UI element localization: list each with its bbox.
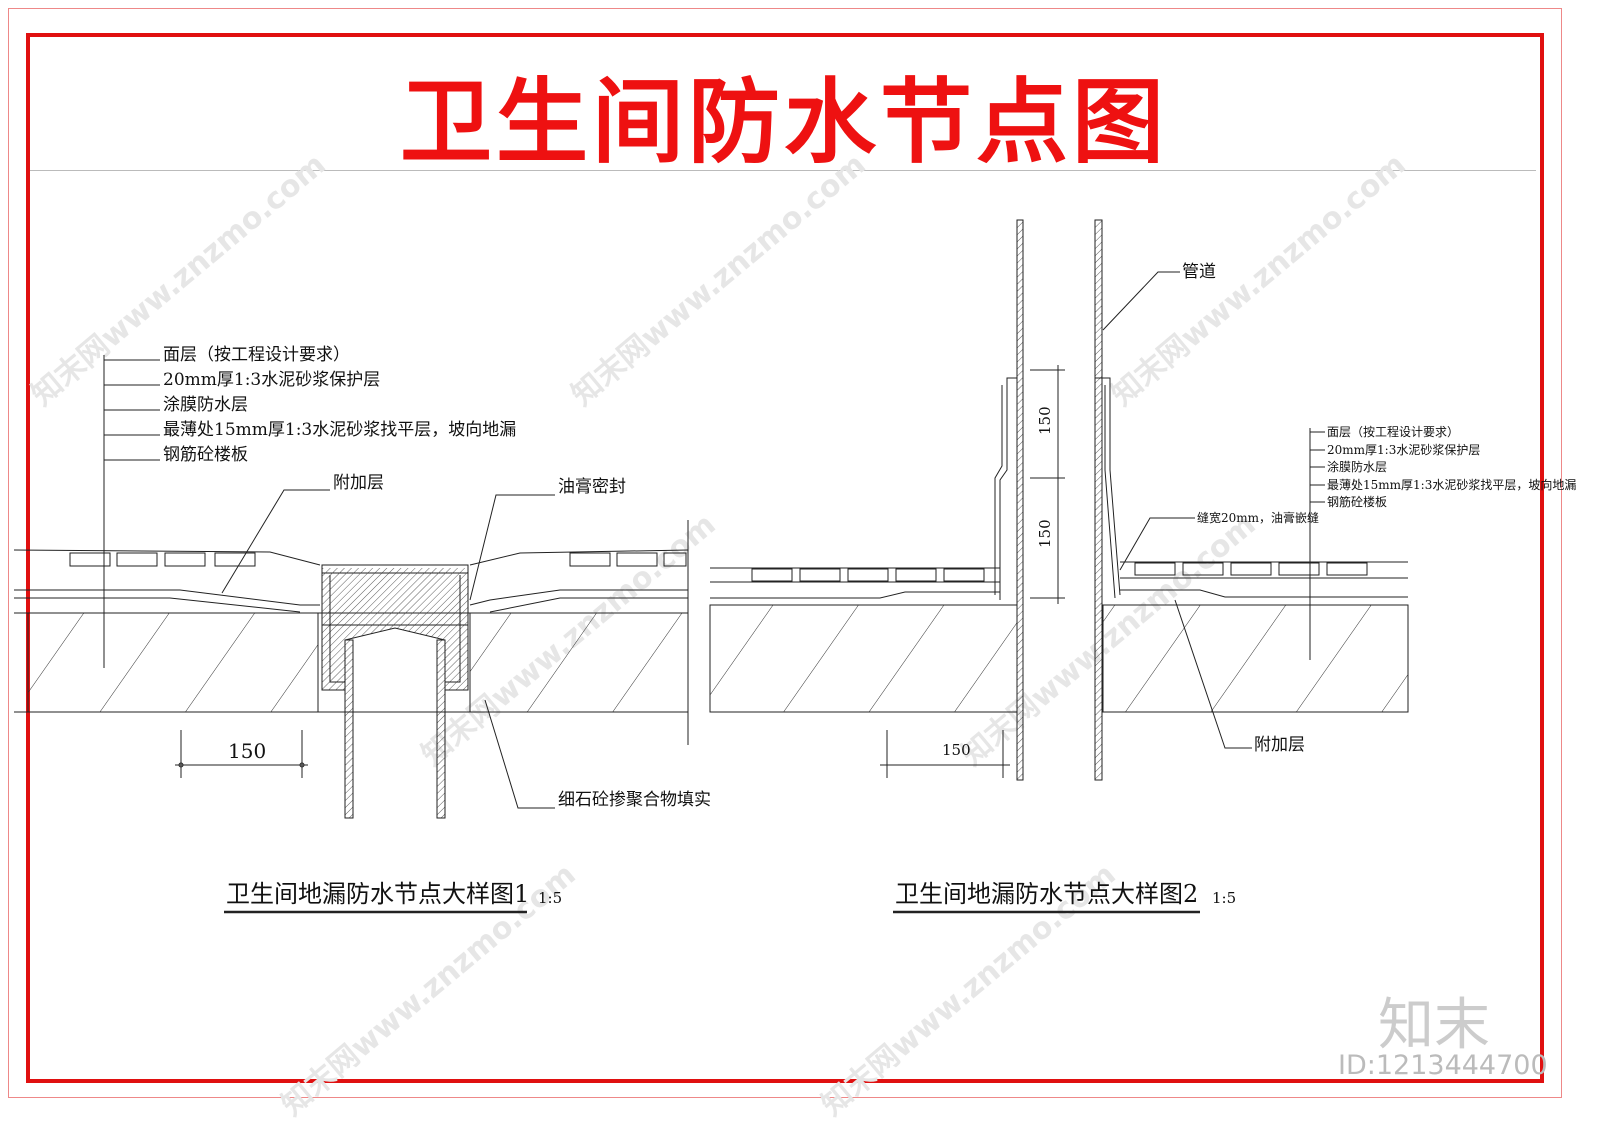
tiles-left [69,552,256,567]
detail1-scale: 1:5 [538,889,562,907]
pipe-wall [344,639,354,819]
pipe-wall [1094,219,1103,781]
detail2-caption: 卫生间地漏防水节点大样图2 [895,880,1198,908]
layer-label: 最薄处15mm厚1:3水泥砂浆找平层，坡向地漏 [1327,477,1576,492]
dimension-label: 150 [942,741,971,759]
dimension-label: 150 [1036,406,1054,435]
gap-label: 缝宽20mm，油膏嵌缝 [1197,510,1319,525]
detail1-caption: 卫生间地漏防水节点大样图1 [226,880,529,908]
pipe-wall [1016,219,1024,781]
detail1-section [13,355,689,914]
layer-label: 面层（按工程设计要求） [1327,424,1459,439]
layer-label: 20mm厚1:3水泥砂浆保护层 [163,370,380,390]
id-label: ID:1213444700 [1338,1050,1548,1081]
layer-label: 涂膜防水层 [1327,459,1387,474]
tiles-right [1134,562,1368,576]
detail2-section [709,219,1409,914]
drawing-frame [26,33,1544,1083]
title-divider [30,170,1536,171]
layer-label: 涂膜防水层 [163,395,248,415]
seal-label: 油膏密封 [558,476,626,497]
extra-layer-label: 附加层 [333,473,384,493]
layer-label: 20mm厚1:3水泥砂浆保护层 [1327,442,1480,457]
outer-border [8,8,1562,1098]
dimension-label: 150 [228,739,266,763]
slab-left [709,604,1018,713]
detail1-labels: 面层（按工程设计要求） 20mm厚1:3水泥砂浆保护层 涂膜防水层 最薄处15m… [163,345,711,908]
layer-label: 钢筋砼楼板 [1327,494,1387,509]
fill-label: 细石砼掺聚合物填实 [558,790,711,810]
brand-logo: 知末 [1378,993,1490,1058]
layer-label: 最薄处15mm厚1:3水泥砂浆找平层，坡向地漏 [163,420,516,440]
dimension-label: 150 [1036,519,1054,548]
extra-layer-label: 附加层 [1254,735,1305,755]
slab-right [469,612,689,713]
slab-left [27,612,319,713]
pipe-label: 管道 [1182,262,1216,282]
tiles-right [569,552,687,567]
page-title: 卫生间防水节点图 [399,69,1168,176]
tiles-left [751,568,985,582]
layer-label: 钢筋砼楼板 [163,445,248,465]
detail2-scale: 1:5 [1212,889,1236,907]
slab-right [1102,604,1409,713]
drain-body [321,568,469,691]
detail2-labels: 管道 面层（按工程设计要求） 20mm厚1:3水泥砂浆保护层 涂膜防水层 最薄处… [895,262,1576,908]
layer-label: 面层（按工程设计要求） [163,345,350,365]
pipe-wall [436,639,446,819]
